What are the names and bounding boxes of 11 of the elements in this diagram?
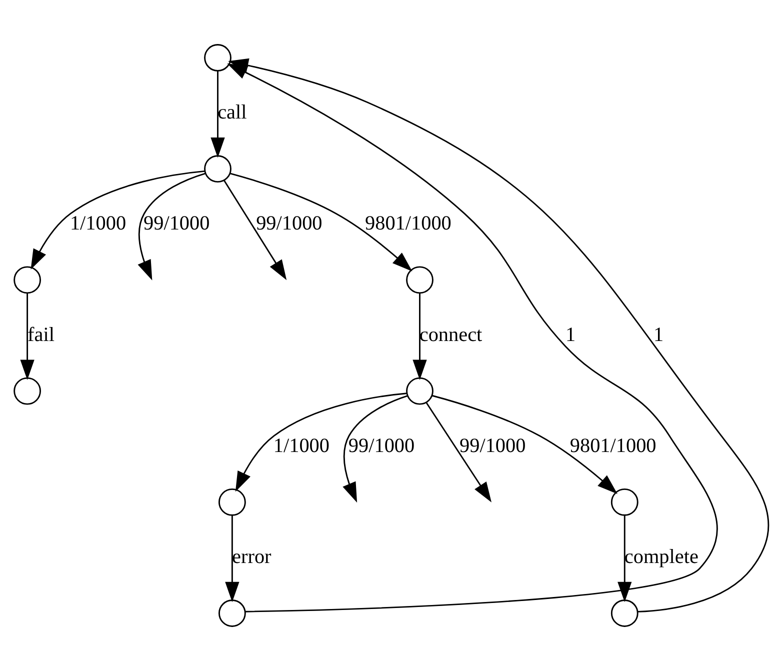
edge-label: 9801/1000: [570, 434, 656, 457]
edge-label: 99/1000: [460, 434, 526, 457]
edge-label: fail: [28, 324, 54, 346]
edge-label: 1: [565, 324, 576, 346]
edge-label: 1/1000: [273, 434, 330, 457]
edge-label: 1/1000: [70, 212, 126, 235]
edge-label: 99/1000: [144, 212, 210, 235]
edge-label: 1: [653, 324, 664, 346]
edge-label: 9801/1000: [365, 212, 452, 235]
edge-label: 99/1000: [256, 212, 322, 235]
edge-label: 99/1000: [348, 434, 415, 457]
